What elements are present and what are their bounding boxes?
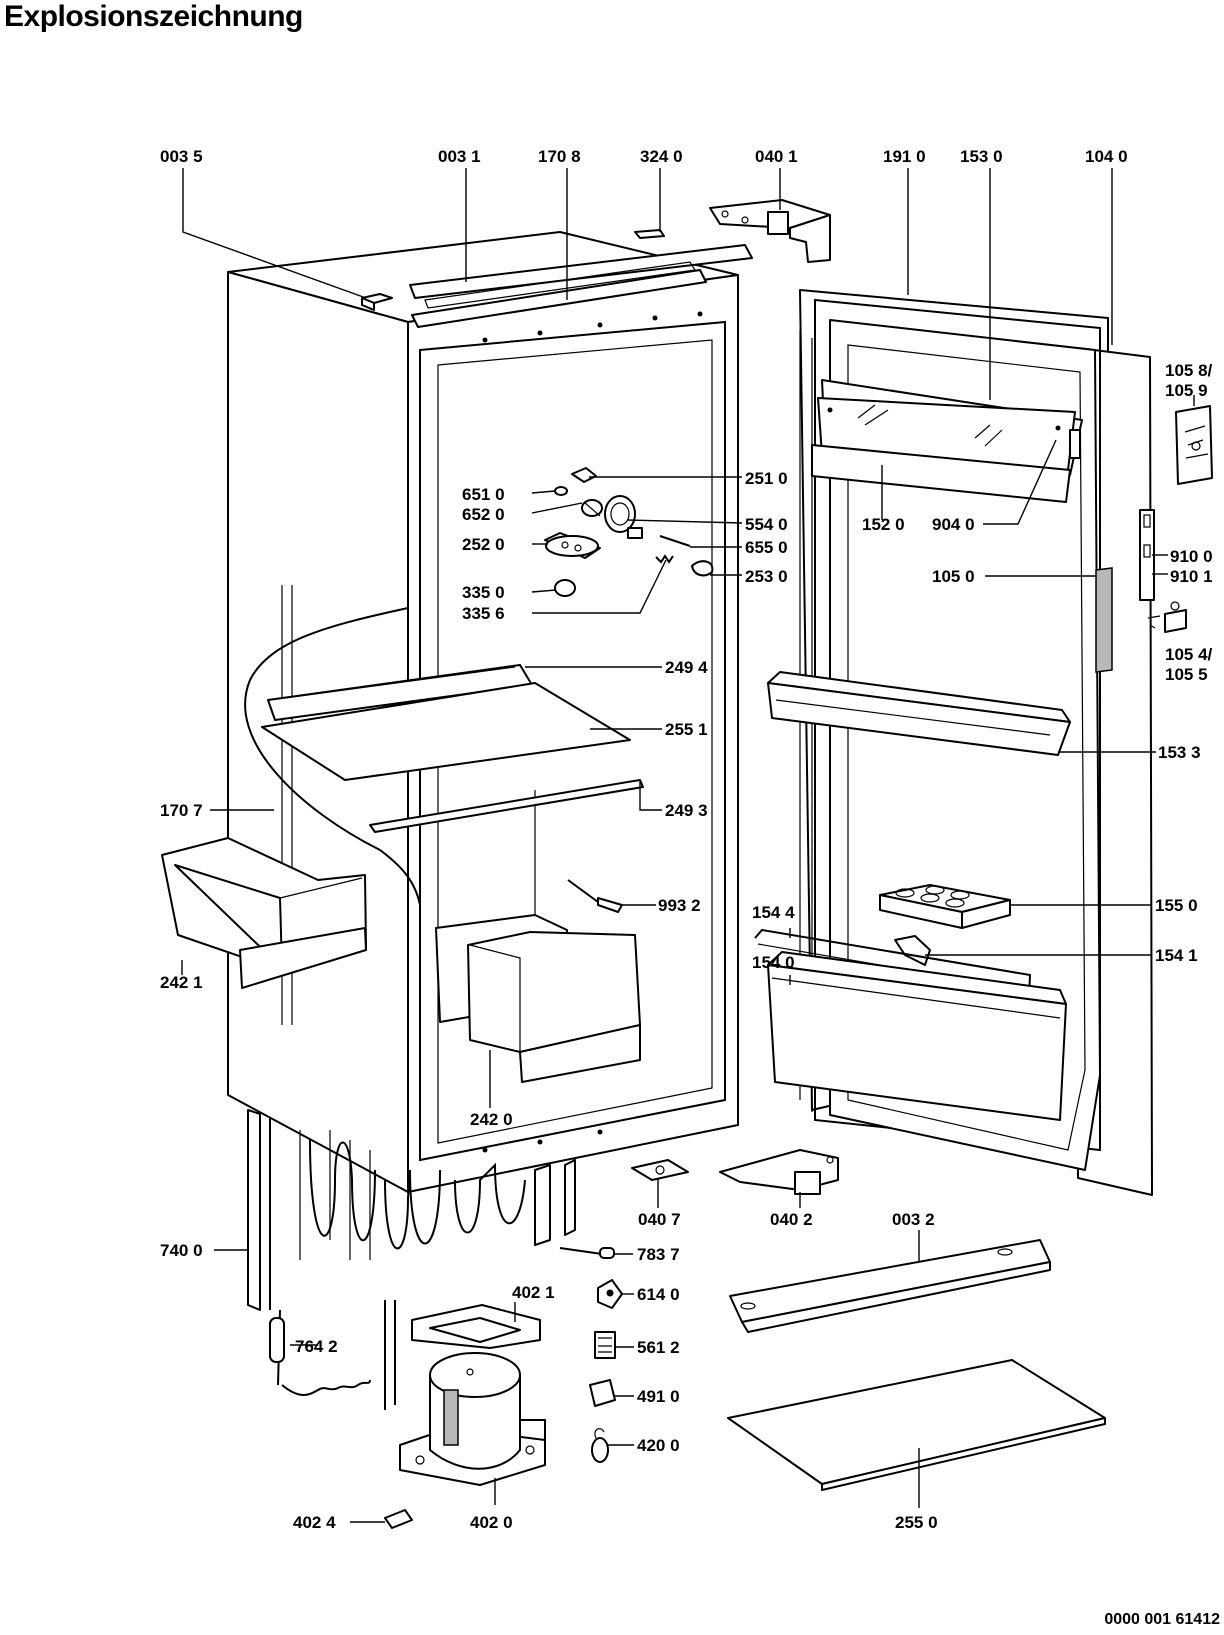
compressor-bracket bbox=[384, 1300, 541, 1410]
label-9932: 993 2 bbox=[658, 896, 701, 915]
label-4200: 420 0 bbox=[637, 1436, 680, 1455]
label-2421: 242 1 bbox=[160, 973, 203, 992]
label-3356: 335 6 bbox=[462, 604, 505, 623]
label-0031: 003 1 bbox=[438, 147, 481, 166]
label-1530: 153 0 bbox=[960, 147, 1003, 166]
butter-compartment bbox=[811, 379, 1083, 503]
label-1544: 154 4 bbox=[752, 903, 795, 922]
label-7837: 783 7 bbox=[637, 1245, 680, 1264]
label-6550: 655 0 bbox=[745, 538, 788, 557]
label-2494: 249 4 bbox=[665, 658, 708, 677]
bottom-hinge bbox=[719, 1149, 839, 1195]
compressor bbox=[399, 1352, 546, 1486]
label-0401: 040 1 bbox=[755, 147, 798, 166]
egg-tray bbox=[879, 884, 1011, 929]
hinge-part-1058 bbox=[1175, 405, 1213, 485]
label-1050: 105 0 bbox=[932, 567, 975, 586]
label-2493: 249 3 bbox=[665, 801, 708, 820]
label-2520: 252 0 bbox=[462, 535, 505, 554]
label-1533: 153 3 bbox=[1158, 743, 1201, 762]
label-3350: 335 0 bbox=[462, 583, 505, 602]
page-title: Explosionszeichnung bbox=[4, 0, 303, 33]
label-4020: 402 0 bbox=[470, 1513, 513, 1532]
label-2530: 253 0 bbox=[745, 567, 788, 586]
label-4024: 402 4 bbox=[293, 1513, 336, 1532]
label-3240: 324 0 bbox=[640, 147, 683, 166]
drier-filter bbox=[559, 1247, 615, 1259]
label-2551: 255 1 bbox=[665, 720, 708, 739]
label-1055: 105 5 bbox=[1165, 665, 1208, 684]
label-6140: 614 0 bbox=[637, 1285, 680, 1304]
label-7400: 740 0 bbox=[160, 1241, 203, 1260]
door-shelf-upper bbox=[767, 671, 1071, 756]
label-5612: 561 2 bbox=[637, 1338, 680, 1357]
label-1058: 105 8/ bbox=[1165, 361, 1213, 380]
label-9101: 910 1 bbox=[1170, 567, 1213, 586]
label-6520: 652 0 bbox=[462, 505, 505, 524]
label-0407: 040 7 bbox=[638, 1210, 681, 1229]
hinge-plate bbox=[631, 1159, 689, 1181]
label-0032: 003 2 bbox=[892, 1210, 935, 1229]
leader-lines bbox=[181, 168, 1195, 1523]
label-2420: 242 0 bbox=[470, 1110, 513, 1129]
top-hinge bbox=[709, 199, 831, 263]
base-plate-rail bbox=[729, 1239, 1051, 1333]
label-1540: 154 0 bbox=[752, 953, 795, 972]
label-1708: 170 8 bbox=[538, 147, 581, 166]
label-0035: 003 5 bbox=[160, 147, 203, 166]
temperature-probe bbox=[567, 879, 623, 913]
label-1059: 105 9 bbox=[1165, 381, 1208, 400]
label-5540: 554 0 bbox=[745, 515, 788, 534]
label-9040: 904 0 bbox=[932, 515, 975, 534]
thermostat-parts bbox=[544, 467, 714, 597]
label-2550: 255 0 bbox=[895, 1513, 938, 1532]
label-7642: 764 2 bbox=[295, 1337, 338, 1356]
door-shelf-lower bbox=[767, 951, 1067, 1121]
document-number: 0000 001 61412 bbox=[1104, 1611, 1220, 1628]
label-6510: 651 0 bbox=[462, 485, 505, 504]
label-1520: 152 0 bbox=[862, 515, 905, 534]
label-1707: 170 7 bbox=[160, 801, 203, 820]
top-cover-strips bbox=[361, 229, 753, 328]
label-1541: 154 1 bbox=[1155, 946, 1198, 965]
bottom-cover-plate bbox=[727, 1359, 1106, 1491]
electrical-components bbox=[589, 1279, 623, 1463]
label-2510: 251 0 bbox=[745, 469, 788, 488]
label-4021: 402 1 bbox=[512, 1283, 555, 1302]
part-labels: 003 5 003 1 170 8 324 0 040 1 191 0 153 … bbox=[160, 147, 1213, 1532]
condenser-coil bbox=[247, 1109, 576, 1396]
label-1910: 191 0 bbox=[883, 147, 926, 166]
label-1040: 104 0 bbox=[1085, 147, 1128, 166]
label-1054: 105 4/ bbox=[1165, 645, 1213, 664]
crisper-right bbox=[435, 914, 641, 1083]
label-9100: 910 0 bbox=[1170, 547, 1213, 566]
crisper-left bbox=[161, 837, 367, 989]
glass-shelf-upper bbox=[261, 664, 644, 833]
hinge-part-1054 bbox=[1147, 601, 1187, 633]
label-4910: 491 0 bbox=[637, 1387, 680, 1406]
label-0402: 040 2 bbox=[770, 1210, 813, 1229]
label-1550: 155 0 bbox=[1155, 896, 1198, 915]
mounting-clip bbox=[384, 1509, 413, 1529]
